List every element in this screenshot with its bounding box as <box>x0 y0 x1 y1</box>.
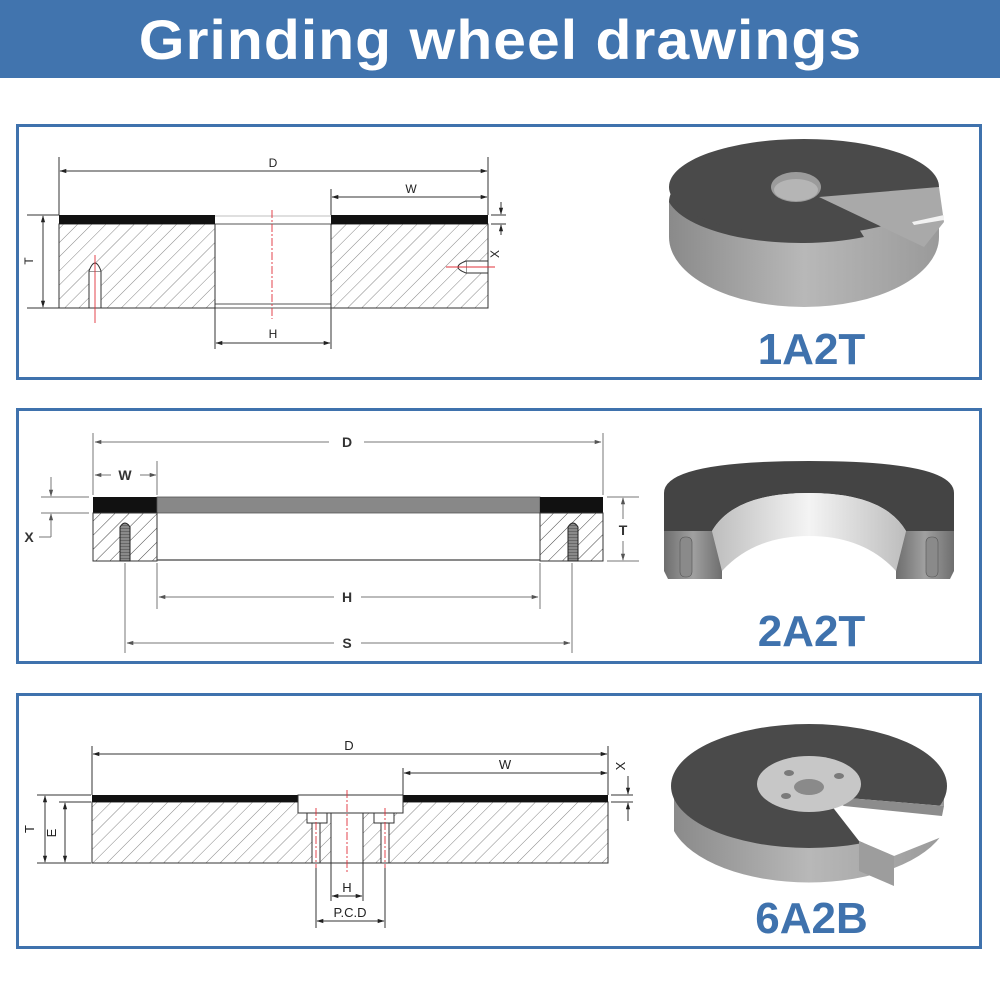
dim-label-t: T <box>22 825 37 833</box>
wheel-render-6a2b <box>671 724 947 886</box>
panel-1a2t: D W T X H <box>16 124 982 380</box>
dim-label-w: W <box>405 182 417 196</box>
dim-label-d: D <box>344 738 353 753</box>
dim-label-h: H <box>269 327 278 341</box>
dim-label-t: T <box>22 257 36 265</box>
technical-drawing-1a2t: D W T X H <box>22 156 506 349</box>
dim-label-t: T <box>619 522 628 538</box>
panel-6a2b: D W X T E H P.C.D <box>16 693 982 949</box>
dim-label-d: D <box>342 434 352 450</box>
dim-label-x: X <box>488 250 502 258</box>
dim-label-x: X <box>24 529 34 545</box>
dim-label-h: H <box>342 880 351 895</box>
model-label-1a2t: 1A2T <box>757 325 866 374</box>
model-label-6a2b: 6A2B <box>755 894 868 943</box>
dim-label-w: W <box>499 757 512 772</box>
dim-label-e: E <box>44 828 59 837</box>
dim-label-s: S <box>342 635 351 651</box>
dim-label-h: H <box>342 589 352 605</box>
dim-label-x: X <box>613 761 628 770</box>
dim-label-d: D <box>269 156 278 170</box>
page-title: Grinding wheel drawings <box>138 7 862 71</box>
model-label-2a2t: 2A2T <box>757 607 866 656</box>
dim-label-w: W <box>118 467 132 483</box>
technical-drawing-2a2t: D W X T H S <box>24 433 639 653</box>
panel-2a2t: D W X T H S <box>16 408 982 664</box>
title-banner: Grinding wheel drawings <box>0 0 1000 78</box>
dim-label-pcd: P.C.D <box>334 905 367 920</box>
wheel-render-2a2t <box>664 461 954 579</box>
technical-drawing-6a2b: D W X T E H P.C.D <box>22 738 633 928</box>
wheel-render-1a2t <box>669 139 944 307</box>
